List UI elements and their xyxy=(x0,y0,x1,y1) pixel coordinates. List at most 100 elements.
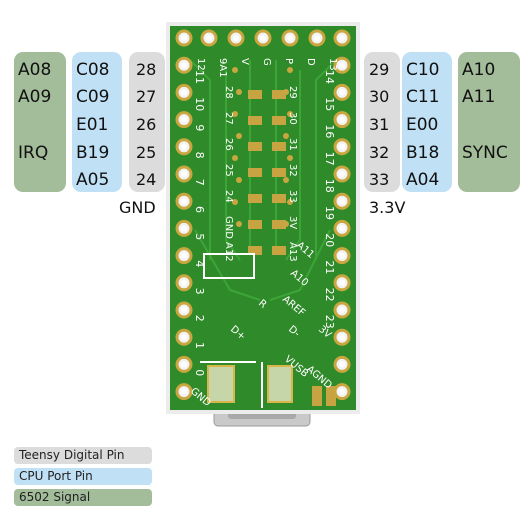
right-cpu-pin-2: C11 xyxy=(406,87,440,107)
smd-pad xyxy=(272,90,286,99)
silk-center-right: 32 xyxy=(287,164,298,177)
left-signal-1: A08 xyxy=(18,60,52,80)
silk-center-left: GND xyxy=(223,216,234,239)
smd-pad xyxy=(272,116,286,125)
legend-cpu: CPU Port Pin xyxy=(14,468,152,485)
left-pin-hole-drill xyxy=(181,35,187,41)
silk-center-right: 31 xyxy=(287,138,298,151)
right-pin-hole-drill xyxy=(339,171,345,177)
left-cpu-pin-4: B19 xyxy=(76,143,110,163)
via xyxy=(287,111,293,117)
silk-top-label: 9A1 xyxy=(217,58,228,78)
silk-top-label: 12 xyxy=(195,58,206,71)
via xyxy=(232,111,238,117)
left-pin-hole-drill xyxy=(181,334,187,341)
silk-left-pin: 9 xyxy=(193,124,206,131)
via xyxy=(232,67,238,73)
silk-left-pin: 7 xyxy=(193,179,206,186)
via xyxy=(283,221,289,227)
via xyxy=(287,155,293,161)
silk-left-pin: 11 xyxy=(193,70,206,84)
left-pin-hole-drill xyxy=(181,361,187,368)
left-teensy-pin-1: 28 xyxy=(136,60,157,79)
silk-center-right: 33 xyxy=(287,190,298,203)
silk-center-right: 3V xyxy=(287,216,298,229)
silk-right-pin: 18 xyxy=(323,179,336,193)
voltage-label: 3.3V xyxy=(369,198,406,217)
silk-left-pin: 10 xyxy=(193,97,206,111)
silk-left-pin: 1 xyxy=(193,342,206,349)
left-cpu-pin-3: E01 xyxy=(76,115,109,135)
left-pin-hole-drill xyxy=(181,62,187,69)
left-signal-3: IRQ xyxy=(18,143,49,163)
right-teensy-pill xyxy=(364,52,400,192)
via xyxy=(283,177,289,183)
right-pin-hole-drill xyxy=(339,89,345,96)
top-pin-hole-drill xyxy=(314,35,320,41)
right-signal-2: A11 xyxy=(462,87,496,107)
left-pin-hole-drill xyxy=(181,279,187,286)
via xyxy=(236,133,242,139)
left-teensy-pill xyxy=(129,52,165,192)
right-pin-hole-drill xyxy=(339,252,345,259)
silk-left-pin: 4 xyxy=(193,260,206,267)
smd-pad xyxy=(272,246,286,255)
smd-pad xyxy=(272,220,286,229)
top-pin-hole-drill xyxy=(287,35,293,41)
silk-left-pin: 8 xyxy=(193,152,206,159)
left-teensy-pin-5: 24 xyxy=(136,170,157,189)
gnd-pad xyxy=(207,365,235,403)
vusb-pad xyxy=(267,365,293,403)
silk-top-label: G xyxy=(261,58,272,66)
via xyxy=(287,67,293,73)
silk-center-left: 24 xyxy=(223,190,234,203)
left-teensy-pin-2: 27 xyxy=(136,87,157,106)
left-cpu-pin-1: C08 xyxy=(76,60,110,80)
left-cpu-pin-5: A05 xyxy=(76,170,110,190)
silk-right-pin: 20 xyxy=(323,233,336,247)
left-pin-hole-drill xyxy=(181,252,187,259)
right-teensy-pin-2: 30 xyxy=(369,87,390,106)
right-signal-3: SYNC xyxy=(462,143,508,163)
top-pin-hole-drill xyxy=(260,35,266,41)
right-signal-1: A10 xyxy=(462,60,496,80)
silk-left-pin: 5 xyxy=(193,233,206,240)
silk-top-label: P xyxy=(283,58,294,64)
smd-pad xyxy=(248,220,262,229)
right-cpu-pin-3: E00 xyxy=(406,115,439,135)
right-pin-hole-drill xyxy=(339,143,345,150)
via xyxy=(283,133,289,139)
silk-center-left: 27 xyxy=(223,112,234,125)
silk-top-label: V xyxy=(239,58,250,65)
smd-pad xyxy=(248,116,262,125)
via xyxy=(283,89,289,95)
silk-center-left: 26 xyxy=(223,138,234,151)
pcb xyxy=(170,26,356,410)
silk-top-label: D xyxy=(305,58,316,66)
via xyxy=(287,199,293,205)
smd-pad xyxy=(248,194,262,203)
right-pin-hole-drill xyxy=(339,388,345,395)
right-teensy-pin-5: 33 xyxy=(369,170,390,189)
top-pin-hole-drill xyxy=(233,35,239,41)
left-teensy-pin-4: 25 xyxy=(136,143,157,162)
silk-center-right: 30 xyxy=(287,112,298,125)
silk-top-label: 13 xyxy=(327,58,338,71)
silk-center-left: 28 xyxy=(223,86,234,99)
left-pin-hole-drill xyxy=(181,143,187,150)
left-pin-hole-drill xyxy=(181,307,187,313)
silk-center-left: A12 xyxy=(223,242,234,262)
silk-right-pin: 14 xyxy=(323,70,336,84)
left-pin-hole-drill xyxy=(181,225,187,232)
left-signal-pill xyxy=(14,52,66,192)
legend-teensy: Teensy Digital Pin xyxy=(14,447,152,464)
right-cpu-pill xyxy=(402,52,452,192)
left-cpu-pin-2: C09 xyxy=(76,87,110,107)
silk-center-right: 29 xyxy=(287,86,298,99)
silk-right-pin: 19 xyxy=(323,206,336,220)
right-cpu-pin-4: B18 xyxy=(406,143,440,163)
via xyxy=(236,221,242,227)
silk-left-pin: 6 xyxy=(193,206,206,213)
right-teensy-pin-3: 31 xyxy=(369,115,390,134)
